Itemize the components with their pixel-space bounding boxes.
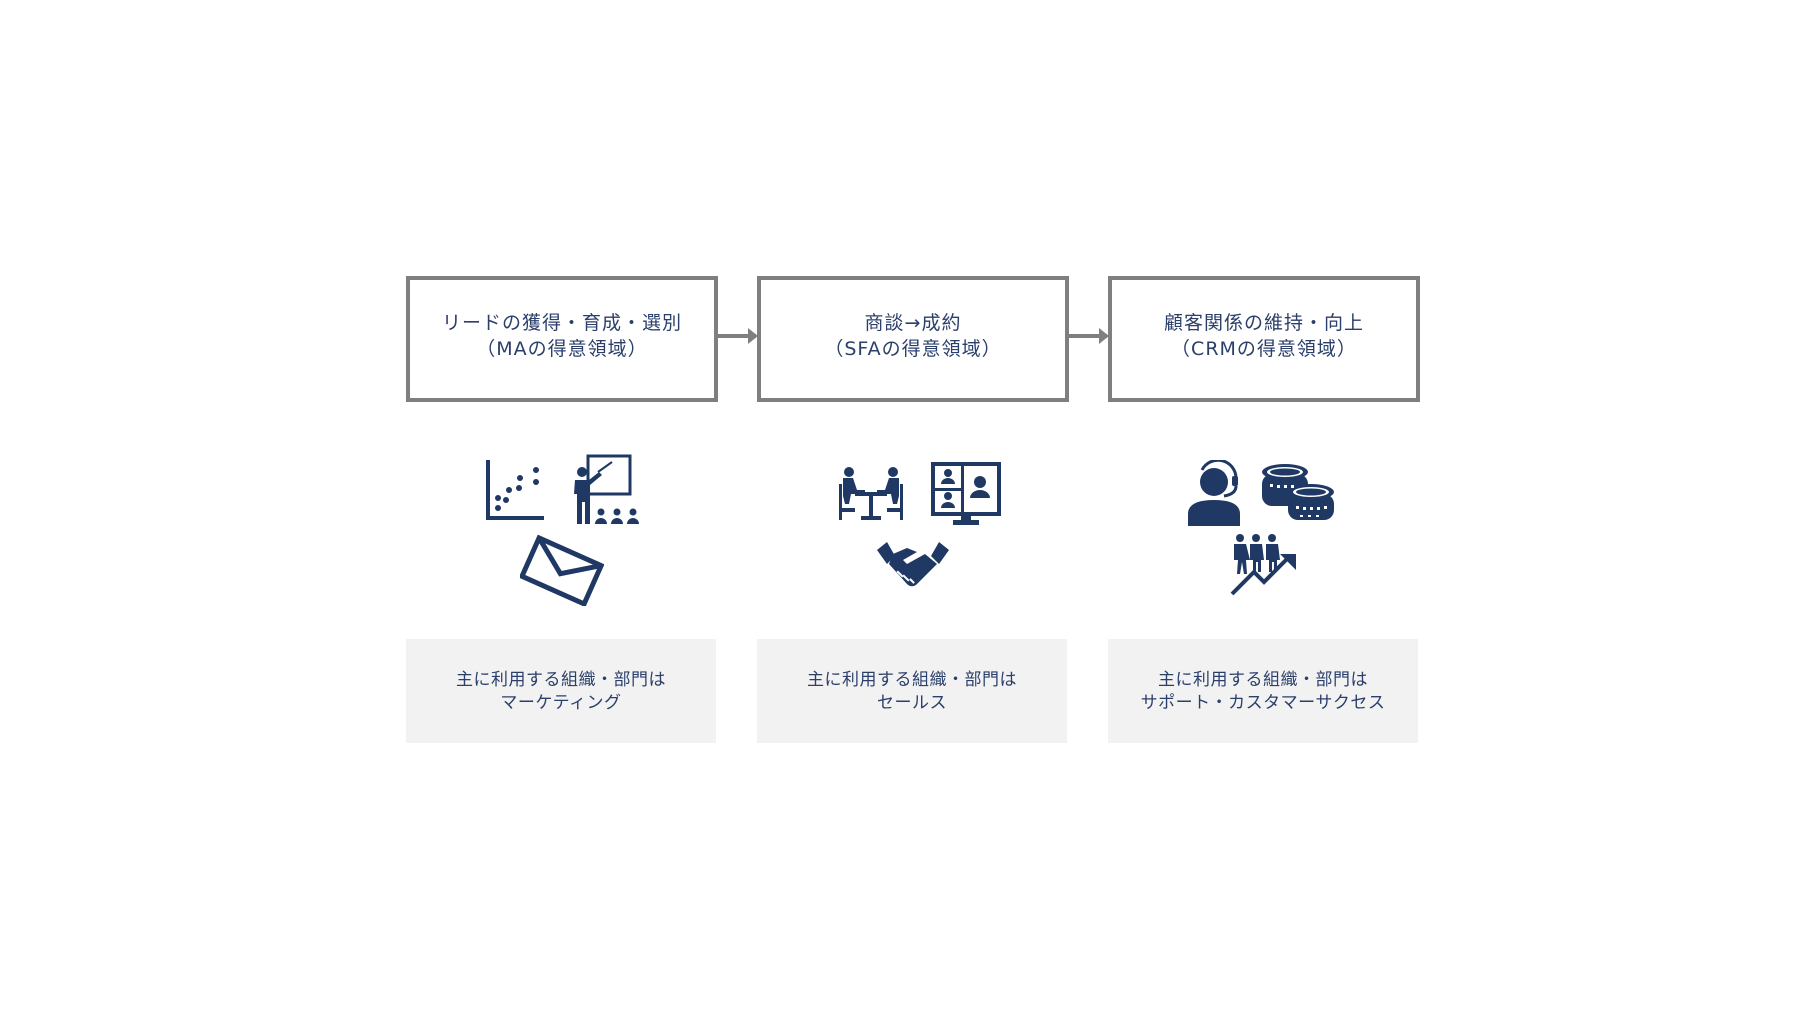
stage-box-sfa: 商談→成約 （SFAの得意領域） <box>757 276 1069 402</box>
stage-title-line2: （CRMの得意領域） <box>1171 338 1357 360</box>
customer-growth-icon <box>1230 534 1296 596</box>
icons-crm <box>1108 452 1418 602</box>
stage-title-line1: リードの獲得・育成・選別 <box>441 312 682 334</box>
handshake-icon <box>877 542 949 587</box>
scatter-chart-icon <box>486 460 544 520</box>
user-label: 主に利用する組織・部門は <box>456 670 666 690</box>
stage-box-crm: 顧客関係の維持・向上 （CRMの得意領域） <box>1108 276 1420 402</box>
user-department: マーケティング <box>500 693 622 713</box>
user-panel-crm: 主に利用する組織・部門はサポート・カスタマーサクセス <box>1108 639 1418 743</box>
user-label: 主に利用する組織・部門は <box>807 670 1017 690</box>
stage-box-ma: リードの獲得・育成・選別 （MAの得意領域） <box>406 276 718 402</box>
meeting-icon <box>839 467 903 520</box>
user-panel-sfa: 主に利用する組織・部門はセールス <box>757 639 1067 743</box>
arrow-right-icon <box>718 328 758 344</box>
stage-title-ma: リードの獲得・育成・選別 （MAの得意領域） <box>442 310 682 362</box>
stage-title-line1: 商談→成約 <box>864 312 962 334</box>
stage-title-sfa: 商談→成約 （SFAの得意領域） <box>824 310 1001 362</box>
stage-title-line2: （SFAの得意領域） <box>824 338 1002 360</box>
coins-icon <box>1262 464 1334 520</box>
video-conference-icon <box>931 462 1001 525</box>
stage-title-line2: （MAの得意領域） <box>476 338 648 360</box>
user-department: セールス <box>877 693 947 713</box>
arrow-right-icon <box>1069 328 1109 344</box>
support-agent-icon <box>1188 460 1240 526</box>
user-label: 主に利用する組織・部門は <box>1157 670 1368 690</box>
stage-title-line1: 顧客関係の維持・向上 <box>1163 312 1364 334</box>
user-department: サポート・カスタマーサクセス <box>1140 693 1386 713</box>
icons-sfa <box>757 452 1067 602</box>
presentation-icon <box>574 454 639 524</box>
icons-ma <box>406 452 716 606</box>
stage-title-crm: 顧客関係の維持・向上 （CRMの得意領域） <box>1164 310 1364 362</box>
envelope-icon <box>520 534 604 606</box>
user-panel-ma: 主に利用する組織・部門はマーケティング <box>406 639 716 743</box>
